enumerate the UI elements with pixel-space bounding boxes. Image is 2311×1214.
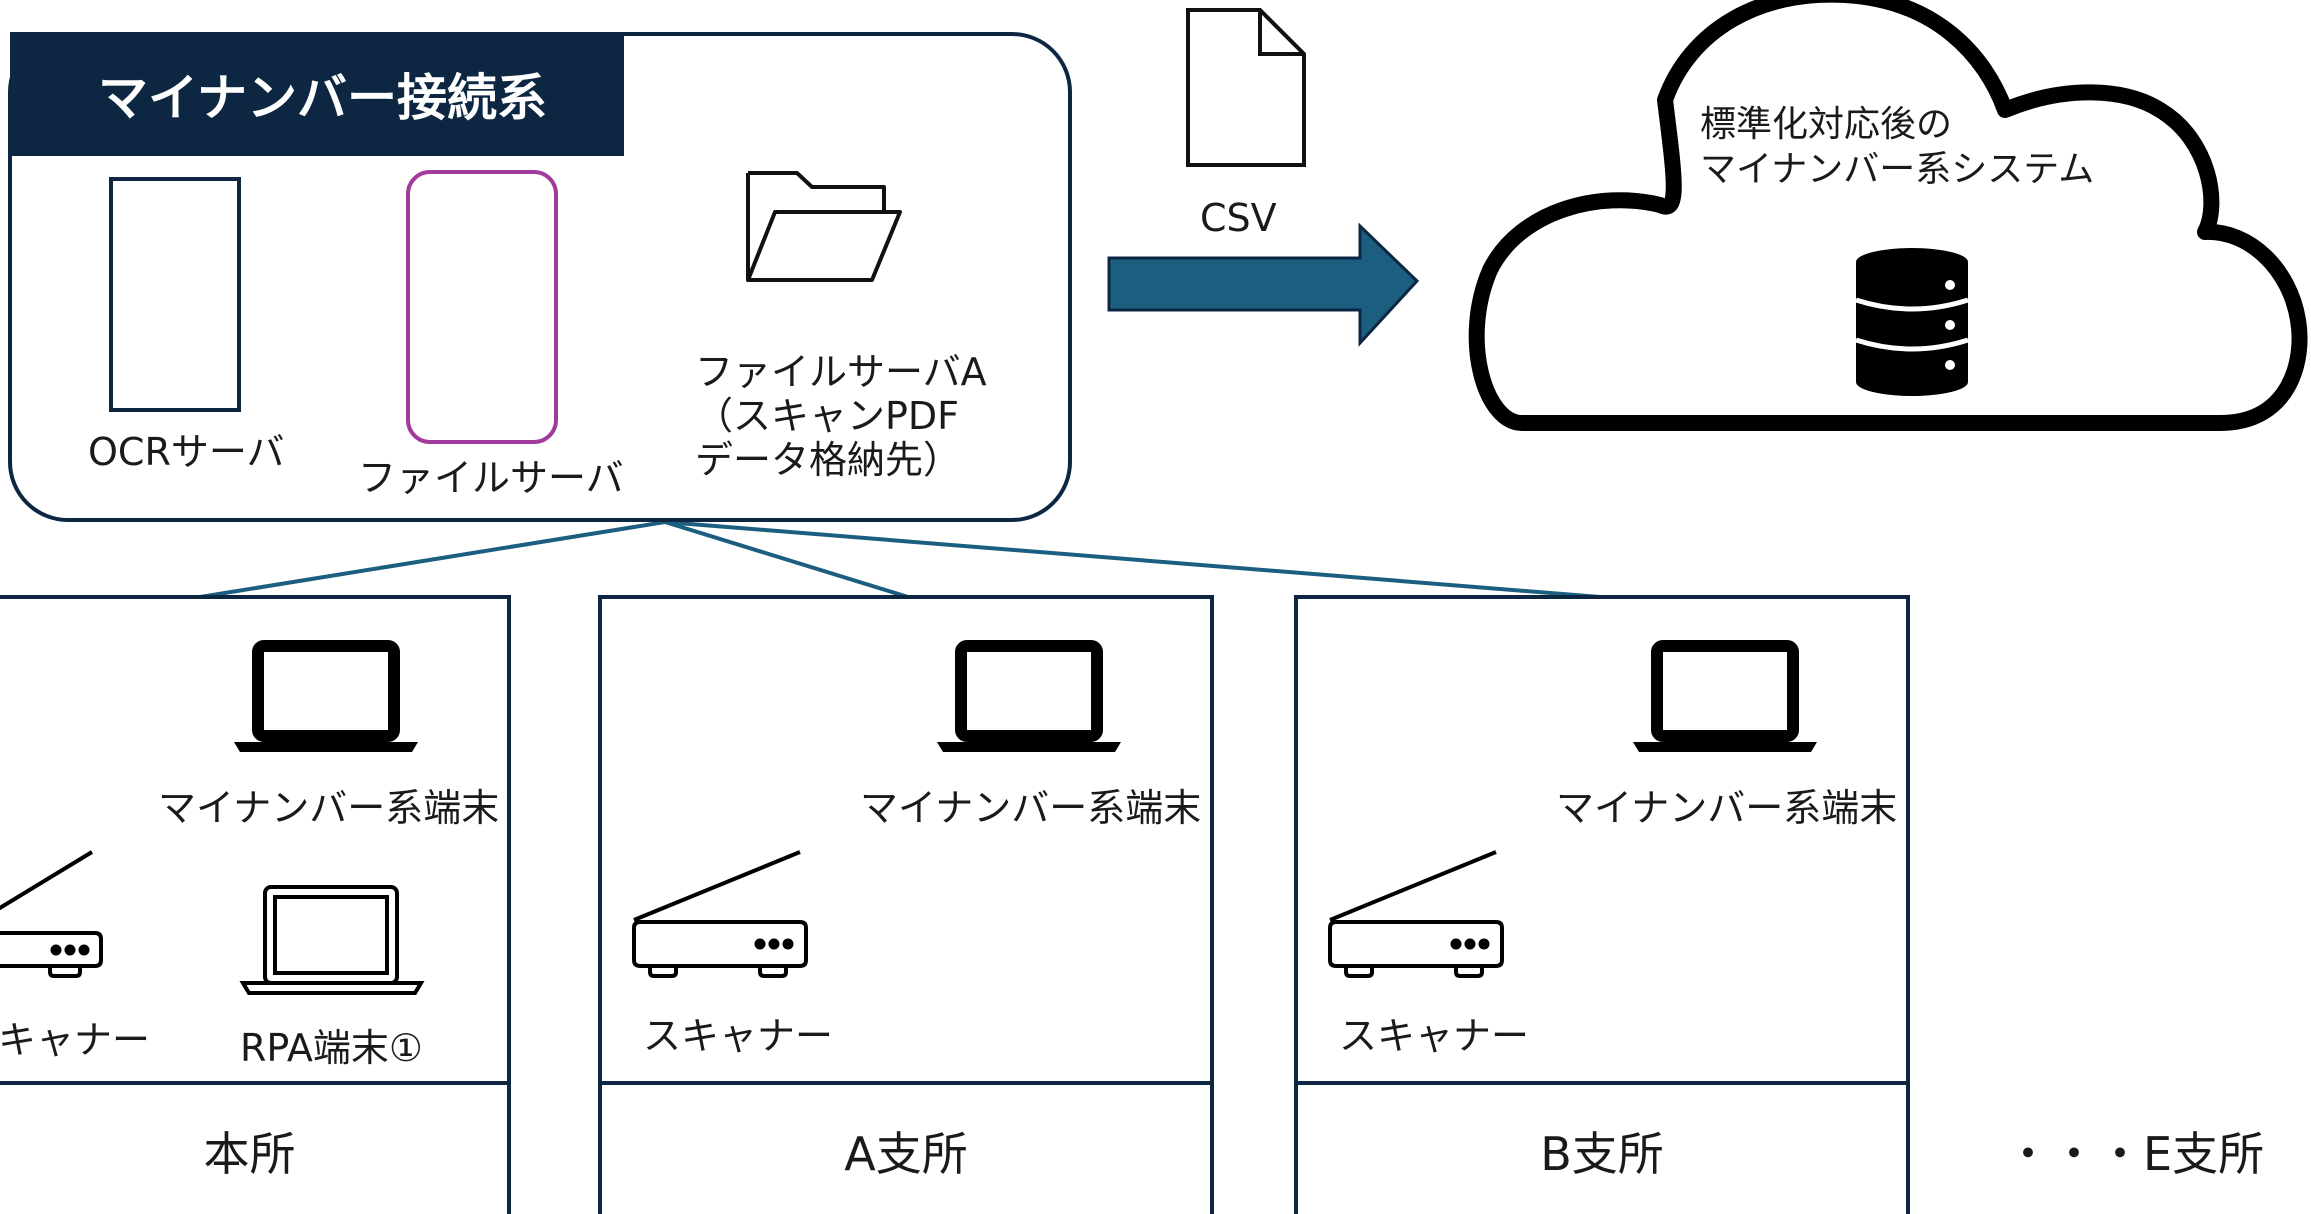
terminal-label-b-shisho: マイナンバー系端末 (1556, 786, 1898, 830)
scanner-icon-a-shisho (632, 850, 808, 978)
scanner-icon-b-shisho (1328, 850, 1504, 978)
cloud-label: 標準化対応後の マイナンバー系システム (1700, 104, 2095, 190)
scanner-label-honsho: スキャナー (0, 1018, 151, 1062)
database-icon (1855, 248, 1969, 396)
folder-icon (746, 171, 902, 282)
office-box-honsho (0, 595, 511, 1214)
connector-a-shisho (664, 520, 909, 599)
office-name-b-shisho: B支所 (1540, 1127, 1664, 1181)
office-name-a-shisho: A支所 (844, 1127, 968, 1181)
transfer-arrow (1107, 222, 1420, 347)
server-group-title: マイナンバー接続系 (10, 32, 624, 156)
terminal-label-a-shisho: マイナンバー系端末 (860, 786, 1202, 830)
file-server-label: ファイルサーバ (358, 456, 624, 500)
connector-b-shisho (664, 520, 1601, 599)
csv-label: CSV (1200, 196, 1277, 240)
office-boxes (0, 595, 1910, 1214)
office-box-b-shisho (1294, 595, 1910, 1214)
terminal-label-honsho: マイナンバー系端末 (158, 786, 500, 830)
more-offices-label: ・・・E支所 (2005, 1127, 2265, 1181)
file-server-a-label: ファイルサーバA （スキャンPDF データ格納先） (695, 350, 987, 483)
ocr-server-label: OCRサーバ (88, 430, 285, 474)
csv-document-icon (1186, 8, 1306, 167)
network-connectors (199, 520, 1601, 599)
office-box-a-shisho (598, 595, 1214, 1214)
scanner-icon-honsho (0, 850, 103, 978)
rpa-laptop-icon (239, 885, 425, 995)
file-server-icon (406, 170, 558, 444)
office-name-honsho: 本所 (203, 1127, 296, 1181)
rpa-terminal-label: RPA端末① (240, 1026, 423, 1070)
ocr-server-icon (109, 177, 241, 412)
laptop-icon-b-shisho (1633, 640, 1817, 752)
cloud-shape (1468, 0, 2308, 431)
scanner-label-b-shisho: スキャナー (1339, 1014, 1530, 1058)
laptop-icon-honsho (234, 640, 418, 752)
connector-honsho (199, 520, 666, 599)
laptop-icon-a-shisho (937, 640, 1121, 752)
scanner-label-a-shisho: スキャナー (643, 1014, 834, 1058)
